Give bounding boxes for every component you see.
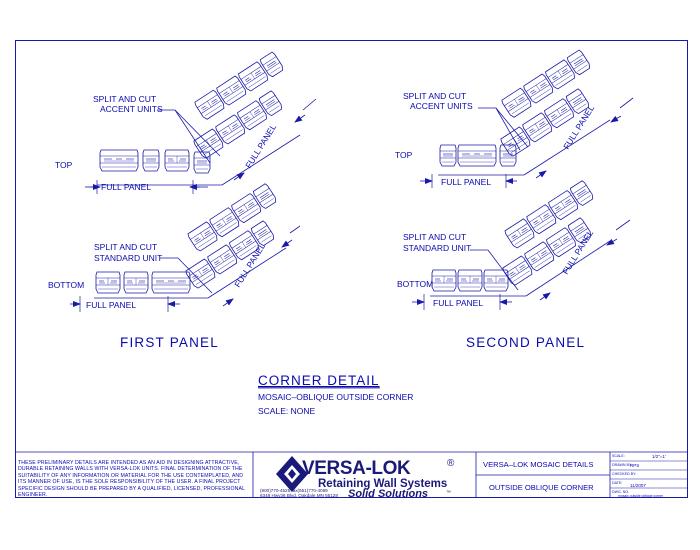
second-top-accent-label-1: SPLIT AND CUT	[403, 91, 466, 101]
second-top-accent-label-2: ACCENT UNITS	[410, 101, 473, 111]
first-top-leader-1	[174, 109, 211, 164]
second-top-full-panel-left: FULL PANEL	[441, 177, 491, 187]
second-bottom-row-label: BOTTOM	[397, 279, 433, 289]
detail-scale: SCALE: NONE	[258, 406, 315, 416]
slogan-trademark: ™	[446, 490, 451, 496]
first-panel-bottom: SPLIT AND CUT STANDARD UNIT BOTTOM FULL …	[48, 183, 301, 312]
first-bottom-standard-label-1: SPLIT AND CUT	[94, 242, 157, 252]
first-bottom-straight-units	[95, 271, 191, 294]
first-top-leader-2	[174, 109, 221, 157]
first-top-accent-label-1: SPLIT AND CUT	[93, 94, 156, 104]
first-bottom-leader	[177, 257, 213, 294]
drawn-by-value: RPS	[630, 463, 639, 468]
contact-phone: (800)770-4525 fax(651)770-4089	[260, 488, 328, 493]
drawing-border	[15, 40, 688, 498]
detail-title: CORNER DETAIL	[258, 373, 380, 388]
sheet-title-1: VERSA–LOK MOSAIC DETAILS	[483, 460, 593, 469]
first-top-wall-angle	[221, 134, 301, 186]
first-bottom-full-panel-left: FULL PANEL	[86, 300, 136, 310]
versa-lok-logo-diamond-icon	[276, 456, 308, 492]
scale-value: 1/2"=1'	[652, 454, 666, 459]
second-bottom-standard-label-1: SPLIT AND CUT	[403, 232, 466, 242]
date-value: 11/2007	[630, 483, 646, 488]
checked-by-label: CHECKED BY:	[612, 472, 636, 476]
second-panel-bottom: SPLIT AND CUT STANDARD UNIT BOTTOM FULL …	[397, 180, 631, 310]
second-top-full-panel-right: FULL PANEL	[561, 103, 596, 151]
first-panel-top: SPLIT AND CUT ACCENT UNITS TOP FULL PANE…	[55, 52, 317, 194]
second-top-row-label: TOP	[395, 150, 413, 160]
second-bottom-full-panel-left: FULL PANEL	[433, 298, 483, 308]
second-top-straight-units	[439, 144, 517, 167]
sheet-title-2: OUTSIDE OBLIQUE CORNER	[489, 483, 594, 492]
second-panel-title: SECOND PANEL	[466, 335, 585, 350]
first-top-accent-label-2: ACCENT UNITS	[100, 104, 163, 114]
scale-label: SCALE:	[612, 454, 625, 458]
brand-tagline: Retaining Wall Systems	[318, 478, 447, 490]
drawn-by-label: DRAWN BY:	[612, 463, 632, 467]
dwg-no-label: DWG. NO.	[612, 490, 629, 494]
first-top-angled-units	[176, 52, 302, 160]
first-top-row-label: TOP	[55, 160, 73, 170]
date-label: DATE:	[612, 481, 622, 485]
first-top-full-panel-left: FULL PANEL	[101, 182, 151, 192]
first-top-straight-units	[99, 149, 211, 174]
first-bottom-angled-units	[169, 183, 294, 289]
first-panel-title: FIRST PANEL	[120, 335, 219, 350]
second-top-angled-units	[483, 50, 609, 158]
title-block-frame	[15, 451, 688, 498]
second-bottom-standard-label-2: STANDARD UNIT	[403, 243, 471, 253]
brand-registered-mark: ®	[447, 458, 455, 469]
contact-address: 6348 Hwy36 Blvd, Oakdale,MN 55128	[260, 493, 338, 498]
second-panel-top: SPLIT AND CUT ACCENT UNITS TOP FULL PANE…	[395, 50, 634, 188]
dwg-no-value: mosaic outside oblique corner	[618, 494, 664, 498]
detail-subtitle: MOSAIC–OBLIQUE OUTSIDE CORNER	[258, 392, 413, 402]
disclaimer-text: THESE PRELIMINARY DETAILS ARE INTENDED A…	[18, 460, 245, 499]
brand-name: VERSA-LOK	[302, 458, 411, 479]
brand-slogan: Solid Solutions	[348, 488, 428, 500]
first-bottom-standard-label-2: STANDARD UNIT	[94, 253, 162, 263]
first-bottom-row-label: BOTTOM	[48, 280, 84, 290]
second-bottom-straight-units	[431, 269, 509, 292]
